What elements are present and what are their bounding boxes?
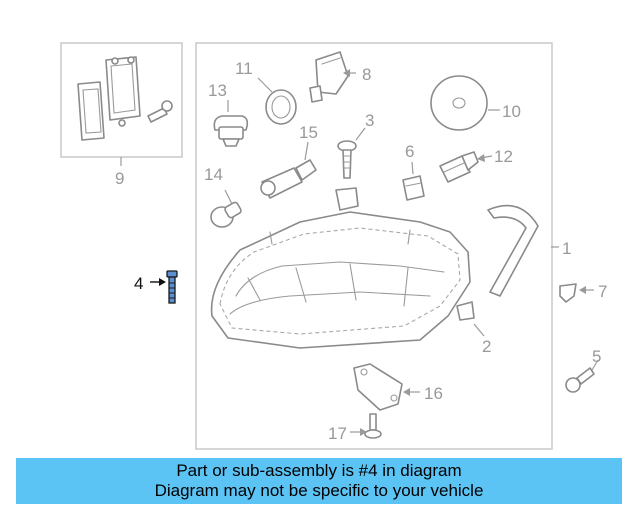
part-3-screw[interactable] — [337, 140, 357, 179]
part-17-bolt[interactable] — [364, 413, 382, 439]
part-4-bolt-highlighted[interactable] — [166, 270, 178, 304]
callout-9: 9 — [115, 169, 124, 188]
part-6-clip[interactable] — [402, 175, 425, 201]
callout-15: 15 — [299, 123, 318, 142]
banner-line-1: Part or sub-assembly is #4 in diagram — [176, 461, 462, 480]
callout-4: 4 — [134, 274, 143, 293]
callout-6: 6 — [405, 142, 414, 161]
callout-10: 10 — [502, 102, 521, 121]
part-14-bulb[interactable] — [210, 201, 242, 228]
trim-strip[interactable] — [487, 204, 539, 297]
callout-8: 8 — [362, 65, 371, 84]
part-3-clip[interactable] — [335, 187, 359, 211]
callout-7: 7 — [598, 282, 607, 301]
part-13-bulb[interactable] — [213, 115, 249, 147]
part-15-bulb-socket[interactable] — [260, 159, 317, 199]
callout-16: 16 — [424, 384, 443, 403]
part-12-bulb[interactable] — [439, 151, 479, 183]
part-9-control-module[interactable] — [77, 56, 173, 141]
callout-2: 2 — [482, 337, 491, 356]
part-11-bulb-holder-ring[interactable] — [265, 89, 297, 125]
part-7-clip[interactable] — [559, 283, 577, 303]
main-assembly-frame — [195, 42, 553, 450]
part-1-headlamp-assembly[interactable] — [210, 211, 471, 349]
part-10-dust-cap[interactable] — [430, 75, 488, 131]
info-banner: Part or sub-assembly is #4 in diagram Di… — [16, 458, 622, 504]
callout-12: 12 — [494, 147, 513, 166]
callout-17: 17 — [328, 424, 347, 443]
part-5-screw[interactable] — [565, 367, 595, 393]
banner-line-2: Diagram may not be specific to your vehi… — [154, 481, 484, 500]
part-8-leveling-motor[interactable] — [309, 51, 349, 103]
callout-5: 5 — [592, 347, 601, 366]
callout-13: 13 — [208, 81, 227, 100]
part-2-clip[interactable] — [456, 301, 475, 321]
part-16-bracket[interactable] — [353, 363, 403, 411]
callout-1: 1 — [562, 239, 571, 258]
callout-14: 14 — [204, 165, 223, 184]
callout-3: 3 — [365, 111, 374, 130]
callout-11: 11 — [235, 59, 253, 78]
